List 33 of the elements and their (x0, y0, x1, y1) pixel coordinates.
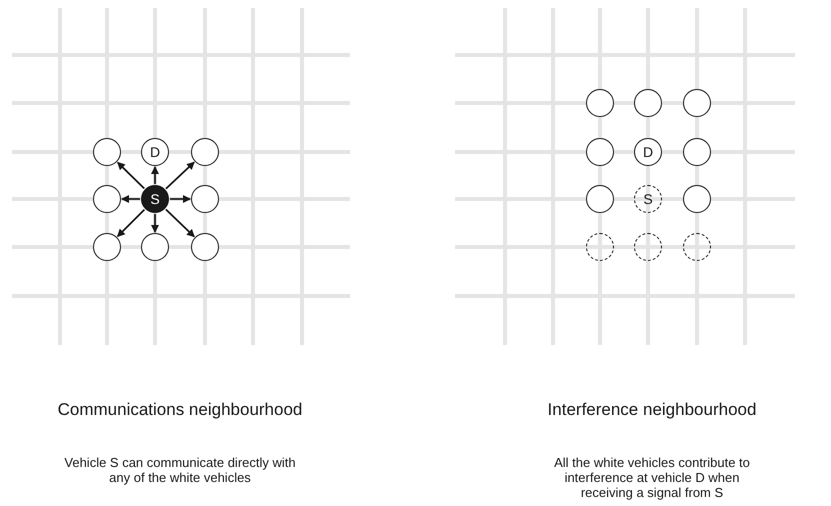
vehicle-circle (93, 138, 121, 166)
vehicle-circle: D (634, 138, 662, 166)
vehicle-circle: D (141, 138, 169, 166)
vehicle-circle (634, 89, 662, 117)
arrow (170, 195, 191, 203)
dashed-vehicle-circle (634, 233, 662, 261)
arrow (151, 214, 159, 233)
vehicle-circle (683, 138, 711, 166)
arrow (121, 195, 140, 203)
dashed-vehicle-circle (683, 233, 711, 261)
arrow (165, 162, 195, 190)
vehicle-circle (586, 89, 614, 117)
vehicle-circle (93, 185, 121, 213)
arrow (165, 208, 195, 238)
vehicle-circle (191, 138, 219, 166)
dashed-vehicle-circle: S (634, 185, 662, 213)
vehicle-circle (141, 233, 169, 261)
vehicle-circle (586, 138, 614, 166)
panel-heading: Communications neighbourhood (56, 400, 304, 420)
vehicle-circle (683, 185, 711, 213)
vehicle-circle (191, 185, 219, 213)
vehicle-circle (191, 233, 219, 261)
panel-heading: Interference neighbourhood (546, 400, 758, 420)
vehicle-circle (683, 89, 711, 117)
vehicle-circle (93, 233, 121, 261)
vehicle-circle (586, 185, 614, 213)
vehicle-circle: S (141, 185, 169, 213)
arrow (116, 208, 146, 238)
dashed-vehicle-circle (586, 233, 614, 261)
panel-description: Vehicle S can communicate directly with any of the white vehicles (63, 455, 297, 485)
arrow (117, 162, 145, 190)
panel-description: All the white vehicles contribute to interference at vehicle D when receiving a signal from S (553, 455, 751, 500)
arrow (151, 166, 159, 184)
